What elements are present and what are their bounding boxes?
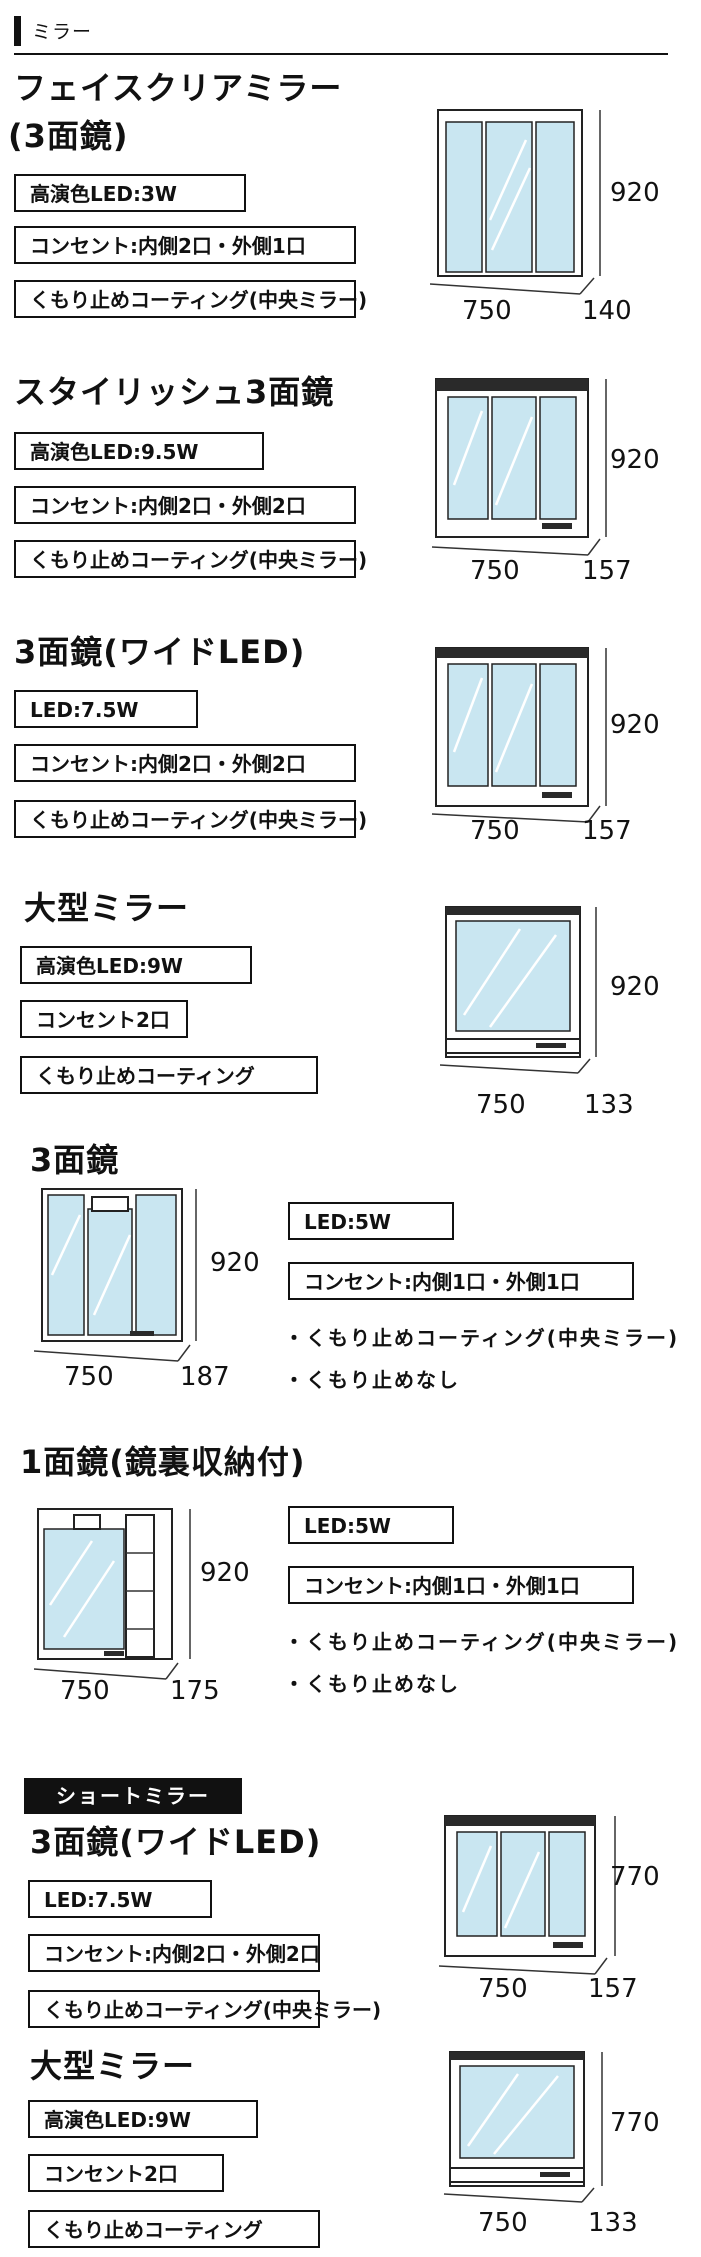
depth-dimension: 157 bbox=[582, 556, 632, 586]
option-bullet: ・くもり止めなし bbox=[284, 1672, 460, 1696]
spec-led: 高演色LED:9W bbox=[28, 2100, 258, 2138]
spec-antifog: くもり止めコーティング(中央ミラー) bbox=[14, 540, 367, 578]
header-bar bbox=[14, 16, 21, 46]
spec-outlet: コンセント:内側2口・外側2口 bbox=[14, 486, 356, 524]
depth-dimension: 187 bbox=[180, 1362, 230, 1392]
spec-antifog: くもり止めコーティング bbox=[28, 2210, 320, 2248]
product-title: 大型ミラー bbox=[24, 889, 190, 927]
spec-outlet: コンセント:内側2口・外側2口 bbox=[28, 1934, 320, 1972]
width-dimension: 750 bbox=[64, 1362, 114, 1392]
mirror-drawing bbox=[438, 1815, 616, 1975]
height-dimension: 920 bbox=[610, 445, 660, 475]
depth-dimension: 133 bbox=[584, 1090, 634, 1120]
product-title: 3面鏡(ワイドLED) bbox=[14, 633, 306, 671]
product-title: スタイリッシュ3面鏡 bbox=[14, 373, 335, 411]
mirror-drawing bbox=[443, 2051, 603, 2203]
depth-dimension: 133 bbox=[588, 2208, 638, 2238]
spec-outlet: コンセント:内側2口・外側2口 bbox=[14, 744, 356, 782]
spec-led: 高演色LED:9.5W bbox=[14, 432, 264, 470]
option-bullet: ・くもり止めコーティング(中央ミラー) bbox=[284, 1326, 680, 1350]
spec-outlet: コンセント2口 bbox=[28, 2154, 224, 2192]
spec-led: LED:5W bbox=[288, 1202, 454, 1240]
height-dimension: 920 bbox=[610, 710, 660, 740]
depth-dimension: 157 bbox=[582, 816, 632, 846]
spec-antifog: くもり止めコーティング(中央ミラー) bbox=[28, 1990, 381, 2028]
product-title: フェイスクリアミラー bbox=[14, 69, 343, 107]
width-dimension: 750 bbox=[60, 1676, 110, 1706]
spec-led: LED:5W bbox=[288, 1506, 454, 1544]
mirror-drawing bbox=[34, 1508, 191, 1680]
mirror-drawing bbox=[431, 647, 607, 823]
depth-dimension: 157 bbox=[588, 1974, 638, 2004]
width-dimension: 750 bbox=[470, 556, 520, 586]
spec-led: 高演色LED:3W bbox=[14, 174, 246, 212]
short-mirror-tag: ショートミラー bbox=[24, 1778, 242, 1814]
spec-antifog: くもり止めコーティング bbox=[20, 1056, 318, 1094]
height-dimension: 920 bbox=[210, 1248, 260, 1278]
spec-outlet: コンセント:内側1口・外側1口 bbox=[288, 1262, 634, 1300]
mirror-drawing bbox=[34, 1188, 197, 1362]
product-title: 1面鏡(鏡裏収納付) bbox=[20, 1443, 306, 1481]
spec-led: LED:7.5W bbox=[14, 690, 198, 728]
height-dimension: 920 bbox=[200, 1558, 250, 1588]
width-dimension: 750 bbox=[478, 1974, 528, 2004]
product-subtitle: (3面鏡) bbox=[8, 117, 129, 155]
product-title: 大型ミラー bbox=[30, 2047, 196, 2085]
width-dimension: 750 bbox=[476, 1090, 526, 1120]
option-bullet: ・くもり止めなし bbox=[284, 1368, 460, 1392]
product-title: 3面鏡(ワイドLED) bbox=[30, 1823, 322, 1861]
height-dimension: 920 bbox=[610, 178, 660, 208]
width-dimension: 750 bbox=[462, 296, 512, 326]
depth-dimension: 140 bbox=[582, 296, 632, 326]
height-dimension: 920 bbox=[610, 972, 660, 1002]
header-rule bbox=[14, 53, 668, 55]
width-dimension: 750 bbox=[470, 816, 520, 846]
spec-outlet: コンセント:内側1口・外側1口 bbox=[288, 1566, 634, 1604]
height-dimension: 770 bbox=[610, 1862, 660, 1892]
spec-outlet: コンセント2口 bbox=[20, 1000, 188, 1038]
product-title: 3面鏡 bbox=[30, 1141, 120, 1179]
mirror-drawing bbox=[440, 906, 597, 1074]
width-dimension: 750 bbox=[478, 2208, 528, 2238]
mirror-drawing bbox=[430, 109, 601, 295]
mirror-drawing bbox=[431, 378, 607, 556]
height-dimension: 770 bbox=[610, 2108, 660, 2138]
spec-led: 高演色LED:9W bbox=[20, 946, 252, 984]
spec-led: LED:7.5W bbox=[28, 1880, 212, 1918]
spec-outlet: コンセント:内側2口・外側1口 bbox=[14, 226, 356, 264]
option-bullet: ・くもり止めコーティング(中央ミラー) bbox=[284, 1630, 680, 1654]
section-label: ミラー bbox=[32, 21, 93, 43]
depth-dimension: 175 bbox=[170, 1676, 220, 1706]
spec-antifog: くもり止めコーティング(中央ミラー) bbox=[14, 280, 367, 318]
spec-antifog: くもり止めコーティング(中央ミラー) bbox=[14, 800, 367, 838]
